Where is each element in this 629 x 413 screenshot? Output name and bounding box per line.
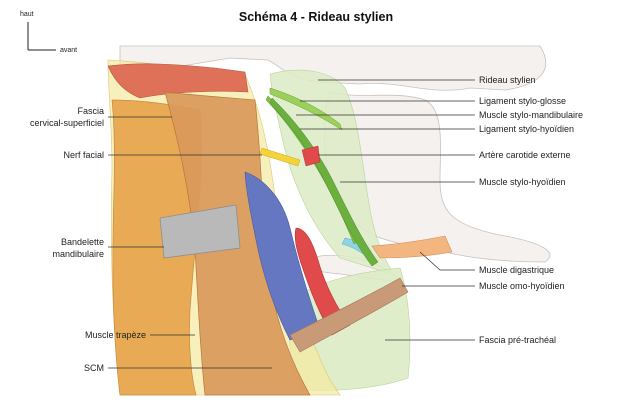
up-label: haut — [20, 11, 34, 18]
orientation-indicator: haut avant — [20, 11, 77, 54]
bandelette-mandibulaire — [159, 204, 241, 259]
skull-base — [119, 45, 547, 91]
muscle-digastrique — [371, 235, 453, 259]
nerf-facial — [259, 147, 301, 167]
label-bandelette-2: mandibulaire — [52, 249, 104, 259]
label-nerf-facial: Nerf facial — [63, 150, 104, 160]
skin-superior-band — [107, 63, 249, 99]
label-muscle-digastrique: Muscle digastrique — [479, 265, 554, 275]
label-ligament-stylo-hyoidien: Ligament stylo-hyoïdien — [479, 124, 574, 134]
label-muscle-stylo-hyoidien: Muscle stylo-hyoïdien — [479, 177, 566, 187]
forward-label: avant — [60, 47, 77, 54]
label-trapeze: Muscle trapèze — [85, 330, 146, 340]
diagram-title: Schéma 4 - Rideau stylien — [239, 10, 393, 24]
label-muscle-omo-hyoidien: Muscle omo-hyoïdien — [479, 281, 565, 291]
ligament-stylo-glosse — [269, 87, 343, 131]
label-fascia-cervical-1: Fascia — [77, 106, 104, 116]
carotide-commune — [294, 227, 351, 336]
muscle-omo-hyoidien — [289, 277, 409, 353]
artere-carotide-externe — [301, 145, 321, 167]
label-scm: SCM — [84, 363, 104, 373]
label-fascia-cervical-2: cervical-superficiel — [30, 118, 104, 128]
label-bandelette-1: Bandelette — [61, 237, 104, 247]
label-muscle-stylo-mandibulaire: Muscle stylo-mandibulaire — [479, 110, 583, 120]
label-artere-carotide-externe: Artère carotide externe — [479, 150, 571, 160]
label-rideau-stylien: Rideau stylien — [479, 75, 536, 85]
leader-digastrique — [419, 251, 475, 271]
label-fascia-pre-tracheal: Fascia pré-trachéal — [479, 335, 556, 345]
label-ligament-stylo-glosse: Ligament stylo-glosse — [479, 96, 566, 106]
